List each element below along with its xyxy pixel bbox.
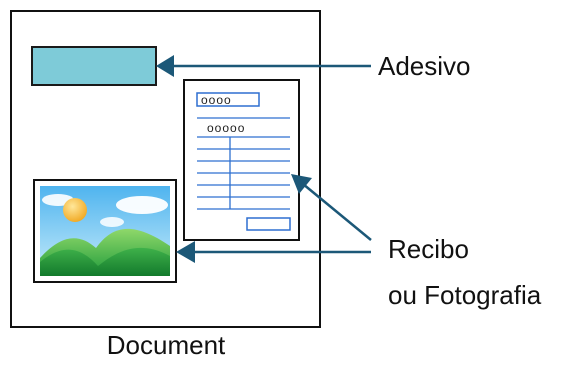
receipt-total-box	[246, 217, 291, 231]
cloud-icon	[116, 196, 168, 214]
document-label: Document	[107, 330, 226, 360]
sun-icon	[63, 198, 87, 222]
sticker-label: Adesivo	[378, 51, 471, 81]
photo-icon	[33, 179, 177, 283]
receipt-field-2-text: ooooo	[207, 121, 245, 135]
receipt-field-1-text: oooo	[201, 93, 232, 107]
receipt-label-line1: Recibo	[388, 234, 469, 264]
arrow-receipt	[291, 174, 372, 241]
receipt-label-line2: ou Fotografia	[388, 280, 542, 310]
receipt-icon: oooo ooooo	[183, 79, 300, 241]
arrow-sticker	[156, 55, 371, 77]
sticker-rect-icon	[31, 46, 157, 86]
receipt-field-1	[196, 92, 260, 107]
arrow-photo	[176, 241, 371, 263]
